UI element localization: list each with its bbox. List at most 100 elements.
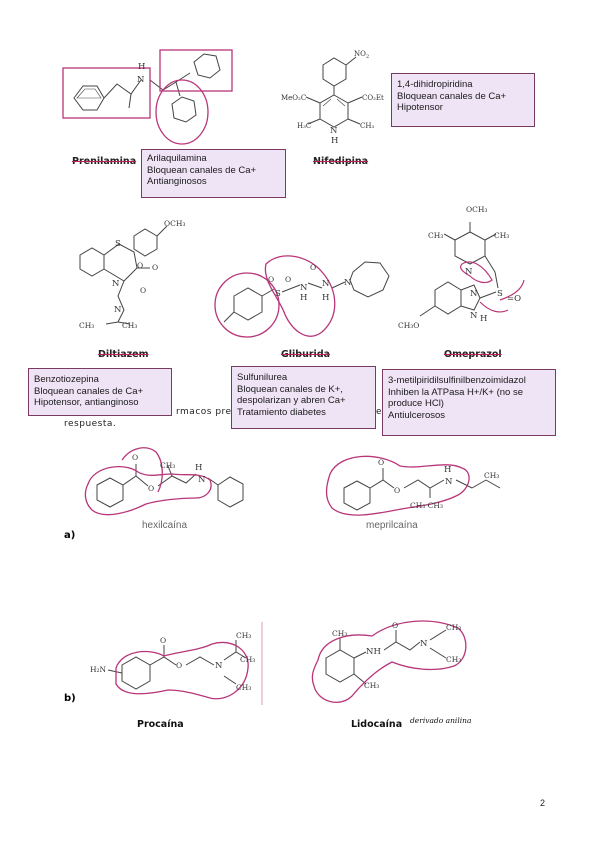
prenilamina-note: Arilaquilamina Bloquean canales de Ca+ A… [141,149,286,198]
svg-text:O: O [148,484,154,493]
svg-text:CH₃: CH₃ [160,461,175,470]
part-a-label: a) [64,530,76,541]
diltiazem-note-line: Bloquean canales de Ca+ [34,385,144,397]
svg-text:O: O [176,661,182,670]
svg-text:H: H [195,463,202,473]
svg-text:H₂N: H₂N [90,665,107,674]
prenilamina-note-line: Antianginosos [147,176,207,187]
drug-name-nifedipina: Nifedipina [313,156,369,167]
meprilcaina-structure [343,468,501,511]
nifedipina-note-line: Hipotensor [397,102,443,113]
svg-text:H: H [444,465,451,475]
gliburida-note-line: Tratamiento diabetes [237,406,326,418]
svg-text:N: N [470,289,478,299]
question-fragment: rmacos pre [176,407,232,417]
svg-text:OCH₃: OCH₃ [466,205,487,214]
diltiazem-note: Benzotiozepina Bloquean canales de Ca+ H… [28,368,172,416]
svg-text:CH₃: CH₃ [364,681,379,690]
part-b-label: b) [64,693,76,704]
drug-name-omeprazol: Omeprazol [444,349,502,360]
svg-text:O: O [132,453,138,462]
drug-name-diltiazem: Diltiazem [98,349,149,360]
prenilamina-note-line: Arilaquilamina [147,153,207,164]
svg-text:N: N [322,279,330,289]
svg-text:CH₃ CH₃: CH₃ CH₃ [410,501,443,510]
svg-text:CO₂Et: CO₂Et [362,94,384,102]
svg-text:OCH₃: OCH₃ [164,219,185,228]
svg-text:H: H [300,293,307,303]
omeprazol-note-line: produce HCl) [388,398,444,409]
svg-text:N: N [112,279,120,289]
svg-text:CH₃: CH₃ [79,321,94,330]
nifedipina-structure [305,56,363,128]
svg-text:=O: =O [507,294,521,304]
svg-text:H: H [331,136,338,146]
svg-text:N: N [420,639,428,649]
nifedipina-note: 1,4-dihidropiridina Bloquean canales de … [391,73,535,127]
svg-text:CH₃: CH₃ [446,655,461,664]
procaina-structure [107,640,247,690]
svg-text:CH₃: CH₃ [122,321,137,330]
diltiazem-note-line: Hipotensor, antianginoso [34,397,139,408]
svg-text:N: N [300,283,308,293]
gliburida-note-line: despolarizan y abren Ca+ [237,395,346,406]
svg-text:N: N [470,311,478,321]
gliburida-note-line: Bloquean canales de K+, [237,383,343,395]
svg-text:H: H [322,293,329,303]
prenilamina-structure [73,53,221,123]
page-number: 2 [540,798,546,808]
procaina-label: Procaína [137,719,184,730]
svg-text:NO: NO [354,50,366,58]
svg-text:O: O [268,275,274,284]
svg-text:S: S [275,289,281,299]
svg-text:N: N [465,267,473,277]
omeprazol-note-line: Antiulcerosos [388,409,446,421]
nifedipina-note-line: Bloquean canales de Ca+ [397,90,507,102]
svg-text:H: H [480,314,487,324]
drug-name-prenilamina: Prenilamina [72,156,137,167]
svg-text:O: O [310,263,316,272]
svg-text:CH₃: CH₃ [428,231,443,240]
svg-text:N: N [198,475,206,485]
svg-text:CH₃: CH₃ [360,122,374,130]
svg-text:S: S [497,289,503,299]
lidocaina-structure [325,629,447,685]
diltiazem-structure [79,225,168,325]
svg-text:NH: NH [366,647,381,657]
svg-text:O: O [137,261,143,270]
prenilamina-note-line: Bloquean canales de Ca+ [147,164,257,176]
hexilcaina-structure [96,464,244,508]
svg-text:N: N [330,126,338,136]
question-respuesta: respuesta. [64,419,117,429]
handwritten-note: derivado anilina [410,716,472,725]
svg-text:CH₃: CH₃ [240,655,255,664]
svg-text:N: N [445,477,453,487]
svg-text:O: O [152,263,158,272]
diltiazem-note-line: Benzotiozepina [34,374,99,385]
svg-text:N: N [137,75,145,85]
meprilcaina-label: meprilcaína [366,520,418,531]
svg-text:O: O [285,275,291,284]
svg-text:N: N [344,278,352,288]
svg-text:O: O [140,286,146,295]
omeprazol-structure [419,222,499,317]
gliburida-structure [223,261,390,323]
omeprazol-note: 3-metilpiridilsulfinilbenzoimidazol Inhi… [382,369,556,436]
svg-text:CH₃O: CH₃O [398,321,419,330]
svg-text:N: N [114,305,122,315]
svg-text:2: 2 [366,54,369,60]
svg-text:CH₃: CH₃ [236,631,251,640]
nifedipina-note-line: 1,4-dihidropiridina [397,79,473,90]
svg-text:H₃C: H₃C [297,122,311,130]
hexilcaina-label: hexilcaína [142,520,188,531]
gliburida-note: Sulfunilurea Bloquean canales de K+, des… [231,366,376,429]
svg-text:MeO₂C: MeO₂C [281,94,306,102]
svg-text:CH₃: CH₃ [446,623,461,632]
svg-text:S: S [115,239,121,249]
svg-text:CH₃: CH₃ [236,683,251,692]
drug-name-gliburida: Gliburida [281,349,331,360]
svg-text:O: O [394,486,400,495]
gliburida-note-line: Sulfunilurea [237,372,288,383]
